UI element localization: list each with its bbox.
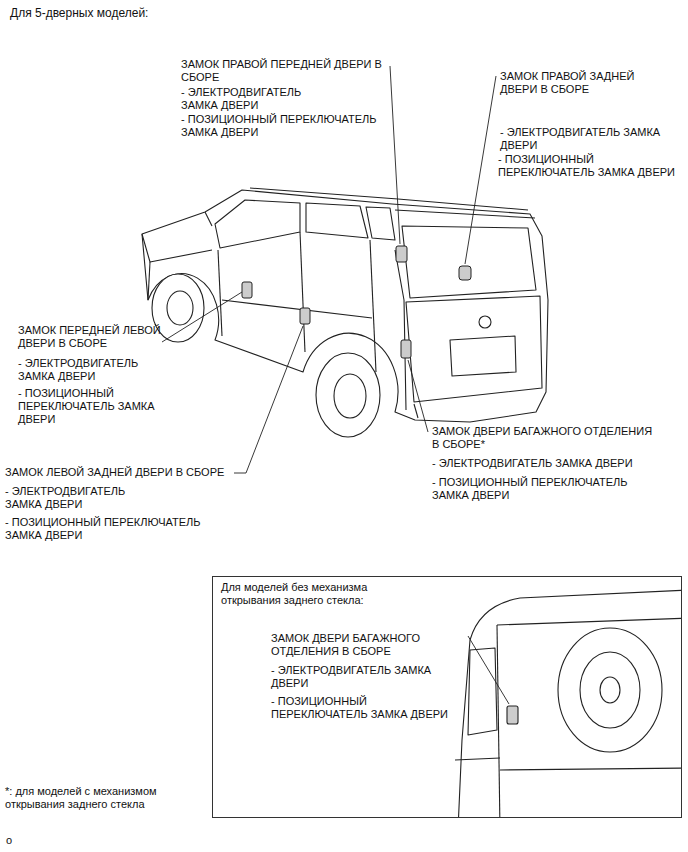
part-label: - ЭЛЕКТРОДВИГАТЕЛЬ ЗАМКА ДВЕРИ — [432, 457, 677, 470]
part-label: - ПОЗИЦИОННЫЙ ПЕРЕКЛЮЧАТЕЛЬ ЗАМКА ДВЕРИ — [18, 387, 163, 426]
part-label: ЗАМОК ПЕРЕДНЕЙ ЛЕВОЙ ДВЕРИ В СБОРЕ — [18, 324, 163, 350]
part-label: - ЭЛЕКТРОДВИГАТЕЛЬ ЗАМКА ДВЕРИ — [181, 86, 316, 112]
part-label: ЗАМОК ДВЕРИ БАГАЖНОГО ОТДЕЛЕНИЯ В СБОРЕ* — [432, 425, 660, 451]
part-label: - ЭЛЕКТРОДВИГАТЕЛЬ ЗАМКА ДВЕРИ — [5, 485, 140, 511]
inset-heading: Для моделей без механизма открывания зад… — [221, 581, 411, 607]
part-label: - ЭЛЕКТРОДВИГАТЕЛЬ ЗАМКА ДВЕРИ — [271, 664, 451, 690]
part-label: ЗАМОК ПРАВОЙ ПЕРЕДНЕЙ ДВЕРИ В СБОРЕ — [181, 58, 386, 84]
part-label: - ПОЗИЦИОННЫЙ ПЕРЕКЛЮЧАТЕЛЬ ЗАМКА ДВЕРИ — [181, 113, 386, 139]
diagram-title: Для 5-дверных моделей: — [10, 6, 148, 20]
part-label: - ПОЗИЦИОННЫЙ ПЕРЕКЛЮЧАТЕЛЬ ЗАМКА ДВЕРИ — [5, 516, 215, 542]
part-label: ЗАМОК ДВЕРИ БАГАЖНОГО ОТДЕЛЕНИЯ В СБОРЕ — [271, 632, 441, 658]
part-label: - ПОЗИЦИОННЫЙ ПЕРЕКЛЮЧАТЕЛЬ ЗАМКА ДВЕРИ — [271, 695, 461, 721]
part-label: - ПОЗИЦИОННЫЙ ПЕРЕКЛЮЧАТЕЛЬ ЗАМКА ДВЕРИ — [432, 476, 642, 502]
part-label: *: для моделей с механизмом открывания з… — [5, 785, 195, 811]
part-label: - ЭЛЕКТРОДВИГАТЕЛЬ ЗАМКА ДВЕРИ — [500, 126, 682, 152]
page-mark: o — [6, 834, 26, 847]
part-label: ЗАМОК ПРАВОЙ ЗАДНЕЙ ДВЕРИ В СБОРЕ — [500, 70, 650, 96]
part-label: - ЭЛЕКТРОДВИГАТЕЛЬ ЗАМКА ДВЕРИ — [18, 357, 153, 383]
inset-panel: Для моделей без механизма открывания зад… — [212, 576, 682, 818]
part-label: ЗАМОК ЛЕВОЙ ЗАДНЕЙ ДВЕРИ В СБОРЕ — [5, 466, 245, 479]
part-label: - ПОЗИЦИОННЫЙ ПЕРЕКЛЮЧАТЕЛЬ ЗАМКА ДВЕРИ — [498, 153, 684, 179]
